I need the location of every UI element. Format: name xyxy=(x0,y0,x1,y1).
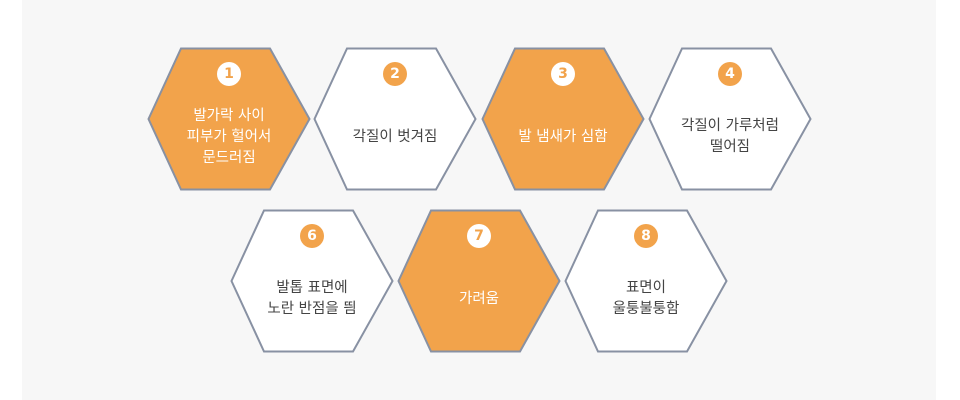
symptom-label: 가려움 xyxy=(458,290,500,307)
hexagon-shape xyxy=(313,47,477,191)
symptom-hexagon-7: 7 가려움 xyxy=(397,209,561,353)
hexagon-shape xyxy=(648,47,812,191)
hexagon-shape xyxy=(481,47,645,191)
symptom-hexagon-4: 4 각질이 가루처럼 떨어짐 xyxy=(648,47,812,191)
symptom-number: 7 xyxy=(467,224,491,248)
symptom-label: 표면이 울퉁불퉁함 xyxy=(612,280,680,317)
symptom-number: 4 xyxy=(718,62,742,86)
hexagon-shape xyxy=(397,209,561,353)
symptom-number: 1 xyxy=(217,62,241,86)
symptom-hexagon-2: 2 각질이 벗겨짐 xyxy=(313,47,477,191)
symptom-number: 6 xyxy=(300,224,324,248)
symptom-number: 3 xyxy=(551,62,575,86)
symptom-hexagon-1: 1 발가락 사이 피부가 헐어서 문드러짐 xyxy=(147,47,311,191)
symptom-hexagon-3: 3 발 냄새가 심함 xyxy=(481,47,645,191)
hexagon-shape xyxy=(564,209,728,353)
hexagon-shape xyxy=(147,47,311,191)
symptom-label: 각질이 가루처럼 떨어짐 xyxy=(681,118,779,155)
symptom-number: 2 xyxy=(383,62,407,86)
symptom-label: 발톱 표면에 노란 반점을 띔 xyxy=(267,280,357,317)
symptom-label: 발가락 사이 피부가 헐어서 문드러짐 xyxy=(186,107,272,166)
symptom-label: 각질이 벗겨짐 xyxy=(352,128,438,145)
symptom-hexagon-8: 8 표면이 울퉁불퉁함 xyxy=(564,209,728,353)
symptom-label: 발 냄새가 심함 xyxy=(518,128,608,145)
symptom-hexagon-6: 6 발톱 표면에 노란 반점을 띔 xyxy=(230,209,394,353)
hexagon-shape xyxy=(230,209,394,353)
symptom-number: 8 xyxy=(634,224,658,248)
